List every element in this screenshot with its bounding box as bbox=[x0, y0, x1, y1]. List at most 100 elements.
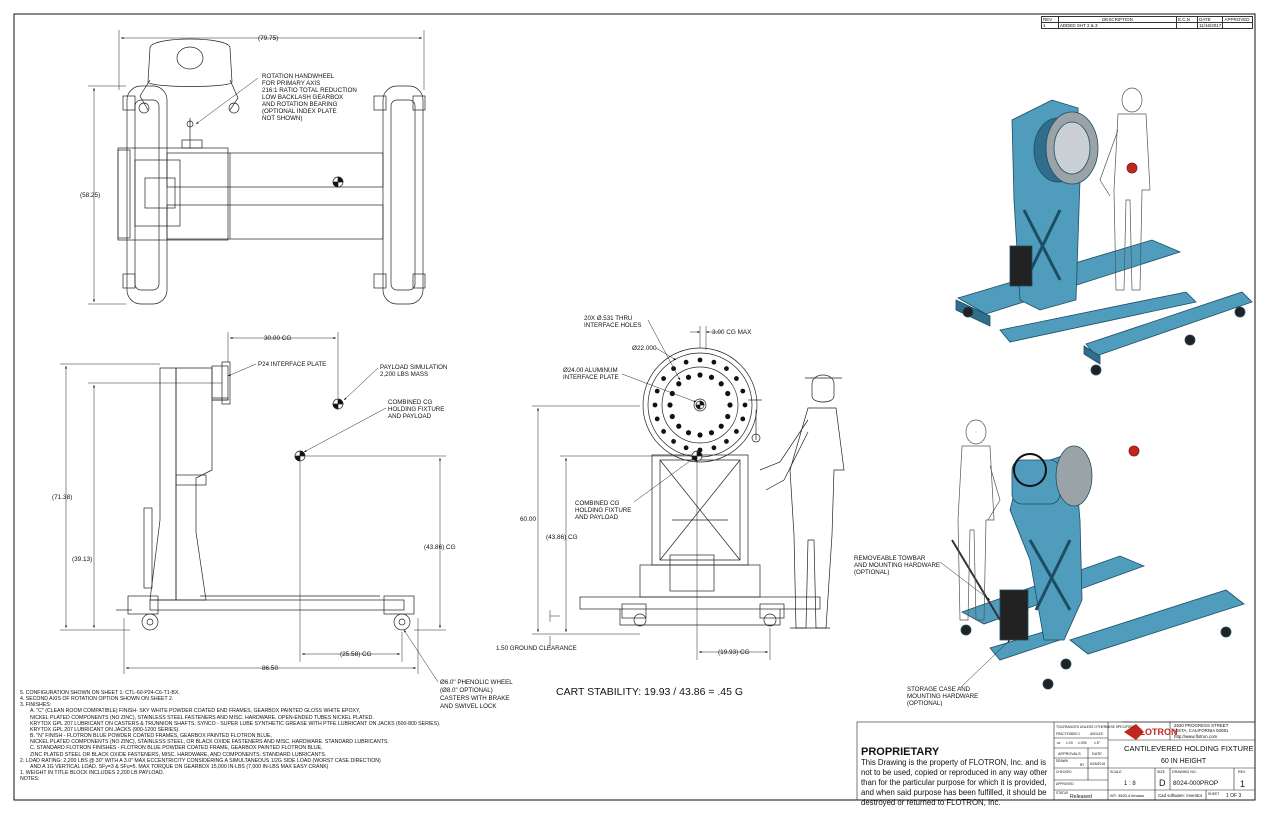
note-line: KRYTOX GPL 207 LUBRICANT ON JACKS (900-1… bbox=[30, 726, 180, 733]
note-line: 4. SECOND AXIS OF ROTATION OPTION SHOWN … bbox=[20, 696, 174, 703]
proprietary-notice: PROPRIETARY This Drawing is the property… bbox=[861, 746, 1053, 808]
rev-header-approved: APPROVED bbox=[1222, 16, 1253, 23]
revision-block: REV DESCRIPTION E.C.N DATE APPROVED 1 AD… bbox=[1041, 16, 1253, 29]
svg-text:±.03: ±.03 bbox=[1066, 741, 1073, 745]
bolt-hole bbox=[708, 430, 715, 436]
svg-text:WT: 3820.4 lbmass: WT: 3820.4 lbmass bbox=[1110, 793, 1144, 798]
note-line: KRYTOX GPL 207 LUBRICANT ON CASTERS & TR… bbox=[30, 720, 441, 727]
status-value: Released bbox=[1070, 794, 1092, 800]
note-line: B. "N" FINISH - FLOTRON BLUE POWDER COAT… bbox=[30, 733, 272, 740]
svg-text:DATE: DATE bbox=[1092, 752, 1102, 756]
bolt-hole bbox=[676, 423, 682, 429]
svg-text:TOLERANCES UNLESS OTHERWISE SP: TOLERANCES UNLESS OTHERWISE SPECIFIED bbox=[1056, 725, 1134, 729]
svg-text:DRAWING NO.: DRAWING NO. bbox=[1172, 770, 1197, 774]
note-line: NOTES: bbox=[20, 776, 40, 783]
bolt-hole bbox=[711, 445, 717, 451]
svg-text:2630 PROGRESS STREET: 2630 PROGRESS STREET bbox=[1174, 723, 1229, 728]
note-line: 2. LOAD RATING: 2,200 LBS @ 30" WITH A 3… bbox=[20, 757, 381, 764]
bolt-hole bbox=[661, 376, 666, 381]
drawing-title: CANTILEVERED HOLDING FIXTURE bbox=[1124, 744, 1254, 753]
bolt-hole bbox=[654, 416, 660, 422]
callout-storage: STORAGE CASE AND MOUNTING HARDWARE (OPTI… bbox=[907, 686, 980, 707]
bolt-hole bbox=[654, 388, 660, 394]
bolt-hole bbox=[671, 439, 676, 444]
bolt-hole bbox=[671, 366, 676, 371]
dim-bolt-circle: Ø22.000 bbox=[632, 345, 657, 352]
bolt-hole bbox=[718, 381, 724, 387]
bolt-hole bbox=[740, 388, 746, 394]
callout-handwheel: ROTATION HANDWHEEL FOR PRIMARY AXIS 216:… bbox=[262, 73, 359, 122]
svg-text:BY: BY bbox=[1080, 763, 1085, 767]
drawing-subtitle: 60 IN HEIGHT bbox=[1161, 758, 1207, 765]
top-view-dimensions bbox=[88, 30, 425, 305]
callout-combined-cg-side: COMBINED CG HOLDING FIXTURE AND PAYLOAD bbox=[388, 399, 446, 420]
callout-wheel: Ø6.0" PHENOLIC WHEEL (Ø8.0" OPTIONAL) CA… bbox=[440, 679, 514, 710]
svg-text:VISTA, CALIFORNIA 92081: VISTA, CALIFORNIA 92081 bbox=[1174, 728, 1229, 733]
bolt-hole bbox=[724, 439, 729, 444]
note-line: NICKEL PLATED COMPONENTS (NO ZINC), STAI… bbox=[30, 714, 374, 721]
scale-value: 1 : 8 bbox=[1124, 781, 1136, 787]
svg-text:REV: REV bbox=[1238, 770, 1246, 774]
isometric-view-rear bbox=[951, 419, 1245, 690]
front-view bbox=[579, 347, 845, 629]
sheet-value: 1 OF 3 bbox=[1226, 793, 1242, 799]
note-line: 5. CONFIGURATION SHOWN ON SHEET 1: CTL-6… bbox=[20, 690, 180, 696]
bolt-hole bbox=[718, 423, 724, 429]
callout-thru-holes: 20X Ø.531 THRU INTERFACE HOLES bbox=[584, 315, 641, 329]
svg-text:5/26/2016: 5/26/2016 bbox=[1090, 762, 1105, 766]
dim-base-length: 86.50 bbox=[262, 665, 278, 672]
svg-text:APPROVALS: APPROVALS bbox=[1058, 752, 1081, 756]
rev-row: 1 ADDED SHT 2 & 3 11/16/2017 bbox=[1041, 22, 1253, 29]
bolt-hole bbox=[669, 413, 675, 420]
callout-towbar: REMOVEABLE TOWBAR AND MOUNTING HARDWARE … bbox=[854, 555, 942, 576]
dim-total-height: (71.38) bbox=[52, 494, 72, 501]
proprietary-heading: PROPRIETARY bbox=[861, 746, 940, 758]
sheet-border bbox=[13, 13, 1256, 801]
tol-angles: ANGLES bbox=[1090, 732, 1103, 736]
note-line: 1. WEIGHT IN TITLE BLOCK INCLUDES 2,200 … bbox=[20, 770, 165, 777]
bolt-hole bbox=[661, 429, 666, 434]
bolt-hole bbox=[742, 402, 748, 408]
svg-text:SHEET: SHEET bbox=[1208, 792, 1219, 796]
bolt-hole bbox=[669, 390, 675, 397]
bolt-hole bbox=[676, 381, 682, 387]
bolt-hole bbox=[683, 359, 689, 365]
bolt-hole bbox=[740, 416, 746, 422]
note-line: ZINC PLATED STEEL OR BLACK OXIDE FASTENE… bbox=[30, 751, 327, 758]
dim-cg-height-front: (43.86) CG bbox=[546, 534, 578, 541]
bolt-hole bbox=[685, 374, 692, 380]
callout-interface-plate: P24 INTERFACE PLATE bbox=[258, 361, 326, 368]
bolt-hole bbox=[734, 376, 739, 381]
svg-text:Cad software: Inventor: Cad software: Inventor bbox=[1158, 793, 1203, 798]
dim-overall-length: (58.25) bbox=[80, 192, 100, 199]
bolt-hole bbox=[652, 402, 658, 408]
svg-text:APPROVED: APPROVED bbox=[1056, 782, 1074, 786]
size-value: D bbox=[1159, 778, 1166, 788]
drawing-number: 8024-000PROP bbox=[1173, 780, 1218, 787]
svg-text:SCALE: SCALE bbox=[1110, 770, 1122, 774]
drawing-notes: 5. CONFIGURATION SHOWN ON SHEET 1: CTL-6… bbox=[20, 690, 441, 783]
bolt-hole bbox=[697, 357, 703, 363]
bolt-hole bbox=[708, 374, 715, 380]
tol-deci: DECI bbox=[1072, 732, 1080, 736]
bolt-hole bbox=[683, 445, 689, 451]
svg-text:±.5°: ±.5° bbox=[1094, 741, 1101, 745]
note-line: NICKEL PLATED COMPONENTS (NO ZINC), STAI… bbox=[30, 739, 389, 746]
top-view bbox=[117, 38, 426, 305]
bolt-hole bbox=[725, 413, 731, 420]
svg-text:±.005: ±.005 bbox=[1078, 741, 1087, 745]
iso-callout-leaders bbox=[939, 561, 1011, 689]
dim-cg-height-side: (43.86) CG bbox=[424, 544, 456, 551]
rev-value: 1 bbox=[1240, 779, 1245, 789]
svg-text:http://www.flotron.com: http://www.flotron.com bbox=[1174, 734, 1218, 739]
note-line: AND A 1G VERTICAL LOAD. SFy=3 & SFu=5. M… bbox=[30, 763, 329, 770]
side-view bbox=[116, 361, 415, 631]
bolt-hole bbox=[685, 430, 692, 436]
svg-text:CHECKED: CHECKED bbox=[1056, 770, 1072, 774]
bolt-hole bbox=[727, 402, 733, 408]
bolt-hole bbox=[734, 429, 739, 434]
isometric-view-front bbox=[955, 87, 1253, 376]
bolt-hole bbox=[697, 372, 703, 378]
